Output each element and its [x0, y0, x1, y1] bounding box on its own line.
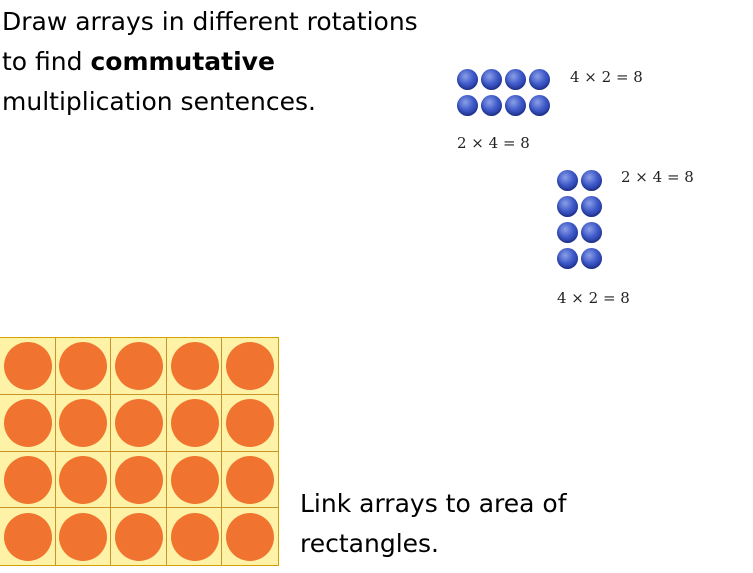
grid-counter	[3, 512, 52, 561]
grid-counter	[3, 455, 52, 504]
grid-cell	[55, 338, 112, 395]
grid-counter	[3, 399, 52, 448]
grid-cell	[222, 452, 278, 509]
array-dot	[457, 95, 478, 116]
grid-cell	[222, 338, 278, 395]
equation-array2-below: 4 × 2 = 8	[557, 289, 630, 307]
array-dot	[581, 248, 602, 269]
equation-array1-right: 4 × 2 = 8	[570, 68, 643, 86]
array-dot	[581, 196, 602, 217]
grid-counter	[226, 399, 275, 448]
grid-counter	[59, 342, 108, 391]
instruction-bold-word: commutative	[90, 47, 275, 76]
array-dot	[505, 95, 526, 116]
array-dot	[557, 248, 578, 269]
grid-cell	[111, 394, 167, 452]
grid-counter	[114, 512, 163, 561]
instruction-part-1: Draw arrays in different rotations to fi…	[2, 7, 418, 76]
grid-counter	[59, 455, 108, 504]
grid-cell	[0, 338, 56, 395]
array-dot	[557, 196, 578, 217]
grid-counter	[170, 455, 219, 504]
grid-cell	[111, 451, 167, 509]
equation-array2-right: 2 × 4 = 8	[621, 168, 694, 186]
grid-counter	[59, 512, 108, 561]
grid-cell	[0, 508, 56, 565]
grid-cell	[56, 508, 112, 565]
grid-cell	[222, 395, 278, 452]
array-dot	[505, 69, 526, 90]
grid-counter	[226, 455, 275, 504]
grid-counter	[114, 455, 163, 504]
equation-array1-below: 2 × 4 = 8	[457, 134, 530, 152]
grid-cell	[0, 451, 56, 509]
grid-counter	[3, 342, 52, 391]
grid-counter	[59, 399, 108, 448]
array-dot	[457, 69, 478, 90]
grid-cell	[166, 451, 223, 509]
grid-counter	[226, 512, 275, 561]
grid-cell	[222, 508, 278, 565]
array-dot	[581, 222, 602, 243]
array-dot	[481, 69, 502, 90]
array-dot	[529, 95, 550, 116]
grid-counter	[170, 399, 219, 448]
grid-cell	[166, 338, 223, 395]
array-dot	[581, 170, 602, 191]
grid-counter	[170, 342, 219, 391]
instruction-part-2: multiplication sentences.	[2, 87, 316, 116]
grid-counter	[114, 342, 163, 391]
grid-cell	[111, 338, 167, 395]
grid-cell	[0, 394, 56, 452]
grid-cell	[166, 394, 223, 452]
grid-counter	[226, 342, 275, 391]
grid-counter	[170, 512, 219, 561]
area-rectangle-grid	[0, 337, 279, 566]
array-dot	[557, 170, 578, 191]
grid-cell	[55, 451, 112, 509]
array-dot	[529, 69, 550, 90]
instruction-text: Draw arrays in different rotations to fi…	[2, 2, 422, 122]
grid-cell	[167, 508, 223, 565]
grid-cell	[55, 394, 112, 452]
array-dot	[557, 222, 578, 243]
array-dot	[481, 95, 502, 116]
grid-counter	[114, 399, 163, 448]
link-text: Link arrays to area of rectangles.	[300, 489, 567, 558]
grid-cell	[111, 508, 167, 565]
